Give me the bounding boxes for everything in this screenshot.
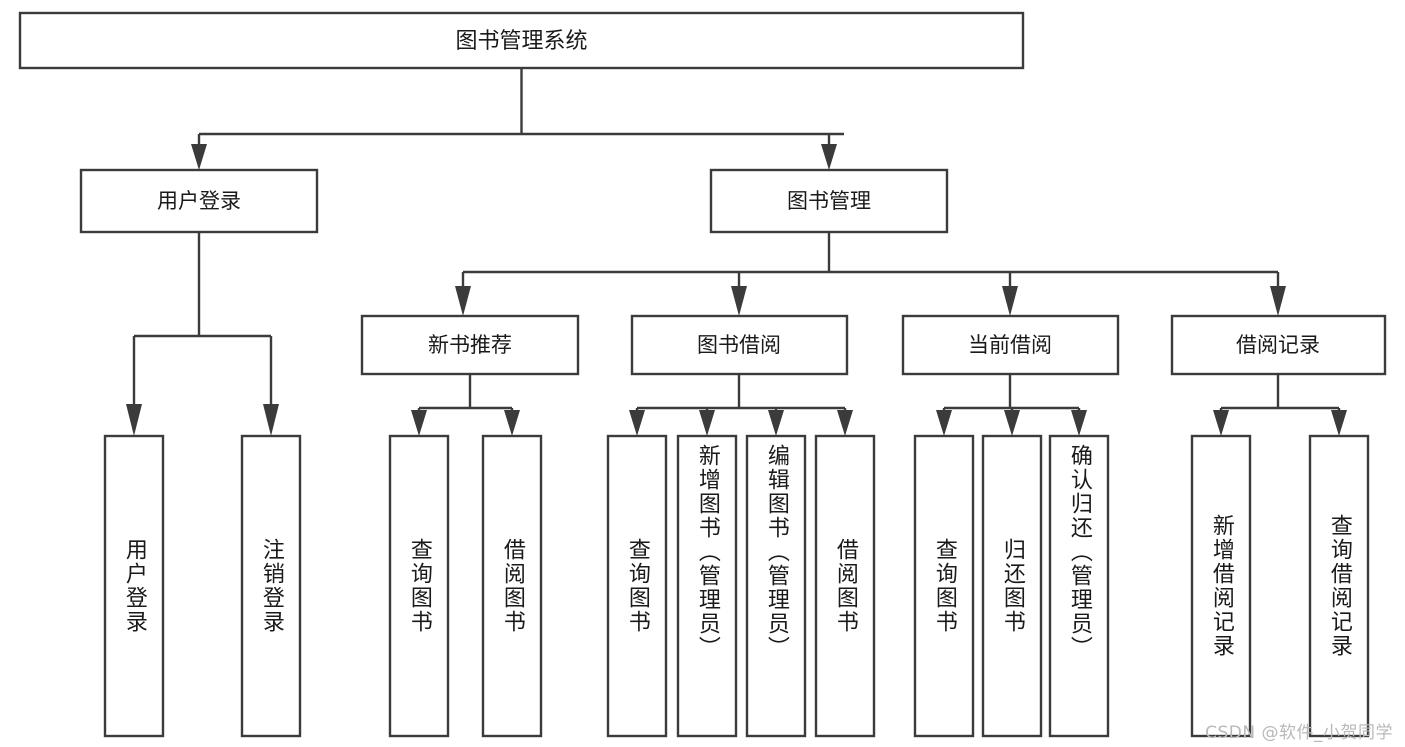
arrow-head-leaf-confirm-return — [1071, 410, 1087, 436]
arrow-head-current-borrow — [1002, 286, 1018, 316]
arrow-head-borrow-records — [1270, 286, 1286, 316]
arrow-head-leaf-add-borrow-record — [1213, 410, 1229, 436]
arrow-head-leaf-edit-book — [768, 410, 784, 436]
node-root[interactable]: 图书管理系统 — [18, 11, 1025, 70]
leaf-box-query-book-current[interactable] — [913, 434, 975, 738]
arrow-head-leaf-borrow-book-recommend — [504, 410, 520, 436]
connector-group-current-borrow — [936, 374, 1087, 436]
csdn-watermark: CSDN @软件_小贺同学 — [1205, 723, 1393, 743]
node-current-borrow-label: 当前借阅 — [968, 333, 1052, 357]
arrow-head-leaf-query-borrow-record — [1331, 410, 1347, 436]
leaf-box-borrow-book[interactable] — [814, 434, 876, 738]
node-book-management[interactable]: 图书管理 — [709, 168, 949, 234]
node-user-login-label: 用户登录 — [157, 189, 241, 213]
arrow-head-new-book-recommend — [455, 286, 471, 316]
leaf-box-add-borrow-record[interactable] — [1190, 434, 1252, 738]
arrow-head-user-login — [191, 144, 207, 170]
node-borrow-records-label: 借阅记录 — [1236, 333, 1320, 357]
leaf-box-query-book-borrow[interactable] — [606, 434, 668, 738]
leaf-box-borrow-book-recommend[interactable] — [481, 434, 543, 738]
node-current-borrow[interactable]: 当前借阅 — [901, 314, 1120, 376]
connector-group-root — [191, 68, 844, 170]
leaf-box-user-login[interactable] — [103, 434, 165, 738]
arrow-head-leaf-user-login — [126, 404, 142, 436]
node-book-management-box[interactable] — [709, 168, 949, 234]
node-root-box[interactable] — [18, 11, 1025, 70]
node-borrow-records-box[interactable] — [1170, 314, 1387, 376]
node-new-book-recommend-box[interactable] — [360, 314, 580, 376]
arrow-head-leaf-return-book — [1004, 410, 1020, 436]
arrow-head-leaf-add-book — [699, 410, 715, 436]
connector-group-book-management — [455, 232, 1286, 316]
node-new-book-recommend-label: 新书推荐 — [428, 333, 512, 357]
connector-group-new-book-recommend — [411, 374, 520, 436]
leaf-box-edit-book[interactable] — [745, 434, 807, 738]
arrow-head-book-borrow — [731, 286, 747, 316]
leaf-box-query-book-recommend[interactable] — [388, 434, 450, 738]
node-current-borrow-box[interactable] — [901, 314, 1120, 376]
node-book-borrow-label: 图书借阅 — [697, 333, 781, 357]
arrow-head-leaf-query-book-recommend — [411, 410, 427, 436]
node-book-management-label: 图书管理 — [787, 189, 871, 213]
arrow-head-leaf-borrow-book — [837, 410, 853, 436]
leaf-box-user-logout[interactable] — [240, 434, 302, 738]
node-new-book-recommend[interactable]: 新书推荐 — [360, 314, 580, 376]
node-root-label: 图书管理系统 — [455, 29, 587, 54]
arrow-head-leaf-query-book-current — [936, 410, 952, 436]
node-borrow-records[interactable]: 借阅记录 — [1170, 314, 1387, 376]
connector-group-book-borrow — [629, 374, 853, 436]
connector-group-borrow-records — [1213, 374, 1347, 436]
leaf-box-confirm-return[interactable] — [1048, 434, 1110, 738]
arrow-head-leaf-query-book-borrow — [629, 410, 645, 436]
node-book-borrow[interactable]: 图书借阅 — [630, 314, 849, 376]
leaf-box-return-book[interactable] — [981, 434, 1043, 738]
leaf-box-add-book[interactable] — [676, 434, 738, 738]
arrow-head-leaf-user-logout — [263, 404, 279, 436]
connector-group-user-login — [126, 232, 279, 436]
node-user-login-box[interactable] — [79, 168, 319, 234]
node-user-login[interactable]: 用户登录 — [79, 168, 319, 234]
node-book-borrow-box[interactable] — [630, 314, 849, 376]
arrow-head-book-management — [821, 144, 837, 170]
leaf-box-query-borrow-record[interactable] — [1308, 434, 1370, 738]
